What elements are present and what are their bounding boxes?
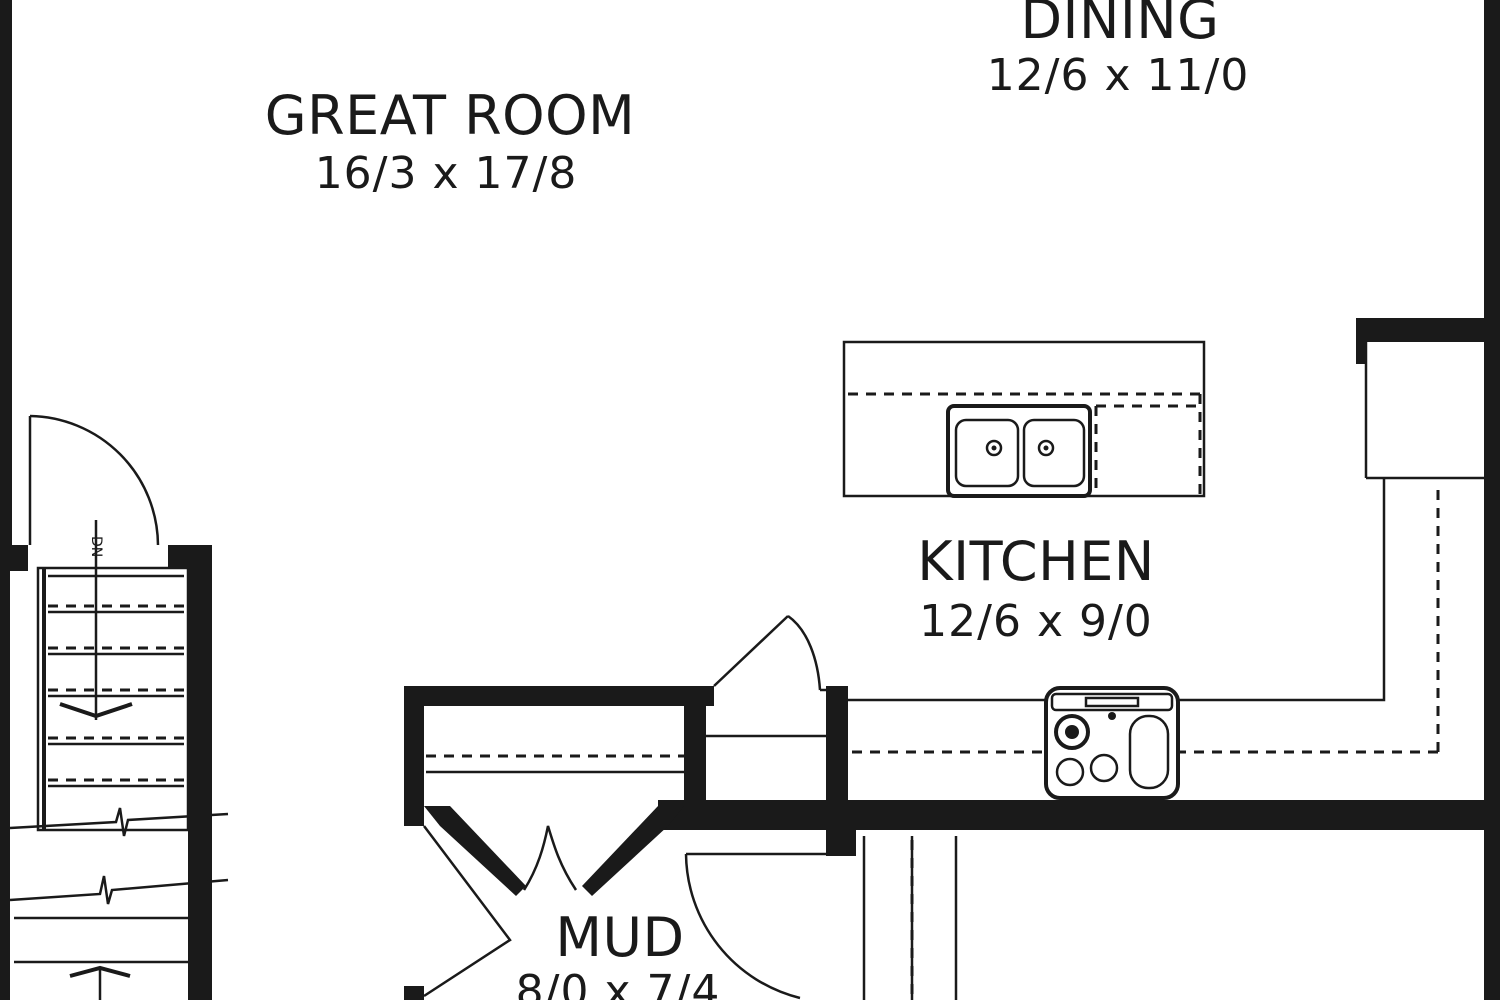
kitchen-name: KITCHEN [917,530,1154,593]
lower-hall [862,836,958,1000]
mud-wall-top [404,686,714,706]
double-sink [946,404,1092,498]
mud-wall-mid [684,686,706,826]
right-exterior-wall [1484,0,1500,1000]
left-lower-wall [0,571,10,1000]
mud-wall-left [404,686,424,826]
pantry-wall-top [1356,318,1486,342]
kitchen-dims: 12/6 x 9/0 [919,596,1153,647]
lower-wall-stub [826,830,856,856]
closet-wall-bottom [706,800,848,830]
dining-dims: 12/6 x 11/0 [987,50,1250,101]
mud-dims: 8/0 x 7/4 [516,966,721,1000]
mud-wall-bottom-left [404,986,424,1000]
left-exterior-wall [0,0,12,545]
stair-down-label: DN [88,536,104,557]
closet-door [713,614,826,692]
stair-door [28,414,160,546]
left-wall-stub [0,545,28,571]
pantry-wall-left [1356,318,1366,364]
great-room-name: GREAT ROOM [265,84,636,147]
dining-name: DINING [1020,0,1219,51]
great-room-dims: 16/3 x 17/8 [315,148,578,199]
mud-name: MUD [555,906,684,969]
mud-room-fixtures [423,734,826,1000]
stair-run [9,520,229,1000]
range-stove [1044,686,1180,800]
stair-wall-cap [168,545,212,569]
